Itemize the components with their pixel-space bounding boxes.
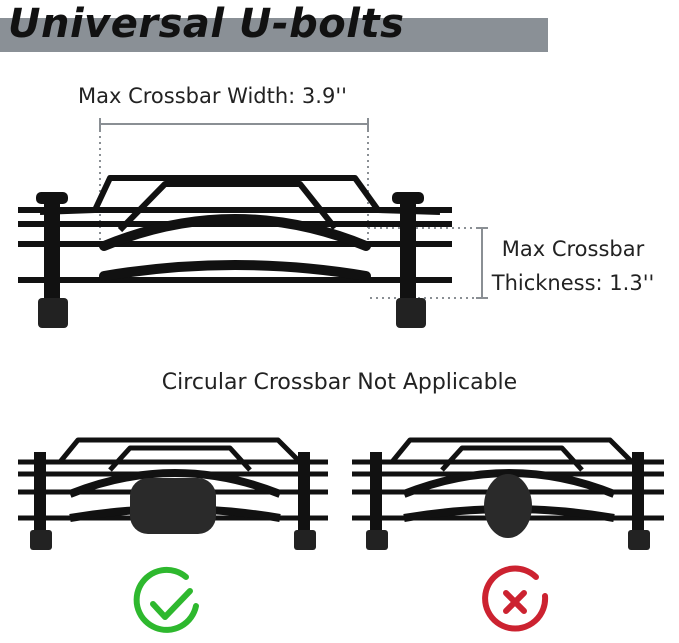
bracket-top bbox=[18, 175, 452, 328]
rectangular-crossbar bbox=[130, 478, 216, 534]
max-thickness-label-line1: Max Crossbar bbox=[501, 237, 645, 261]
circular-crossbar-note: Circular Crossbar Not Applicable bbox=[161, 370, 518, 395]
max-thickness-label: Max Crossbar Thickness: 1.3'' bbox=[488, 232, 658, 300]
max-width-label: Max Crossbar Width: 3.9'' bbox=[78, 84, 347, 108]
x-circle-icon bbox=[482, 565, 549, 632]
width-dimension bbox=[99, 118, 369, 250]
max-thickness-label-line2: Thickness: 1.3'' bbox=[491, 271, 655, 295]
check-circle-icon bbox=[133, 566, 199, 633]
title-banner bbox=[0, 18, 548, 52]
page-title: Universal U-bolts bbox=[8, 1, 405, 47]
thickness-dimension bbox=[368, 227, 488, 299]
circular-crossbar bbox=[484, 474, 532, 538]
